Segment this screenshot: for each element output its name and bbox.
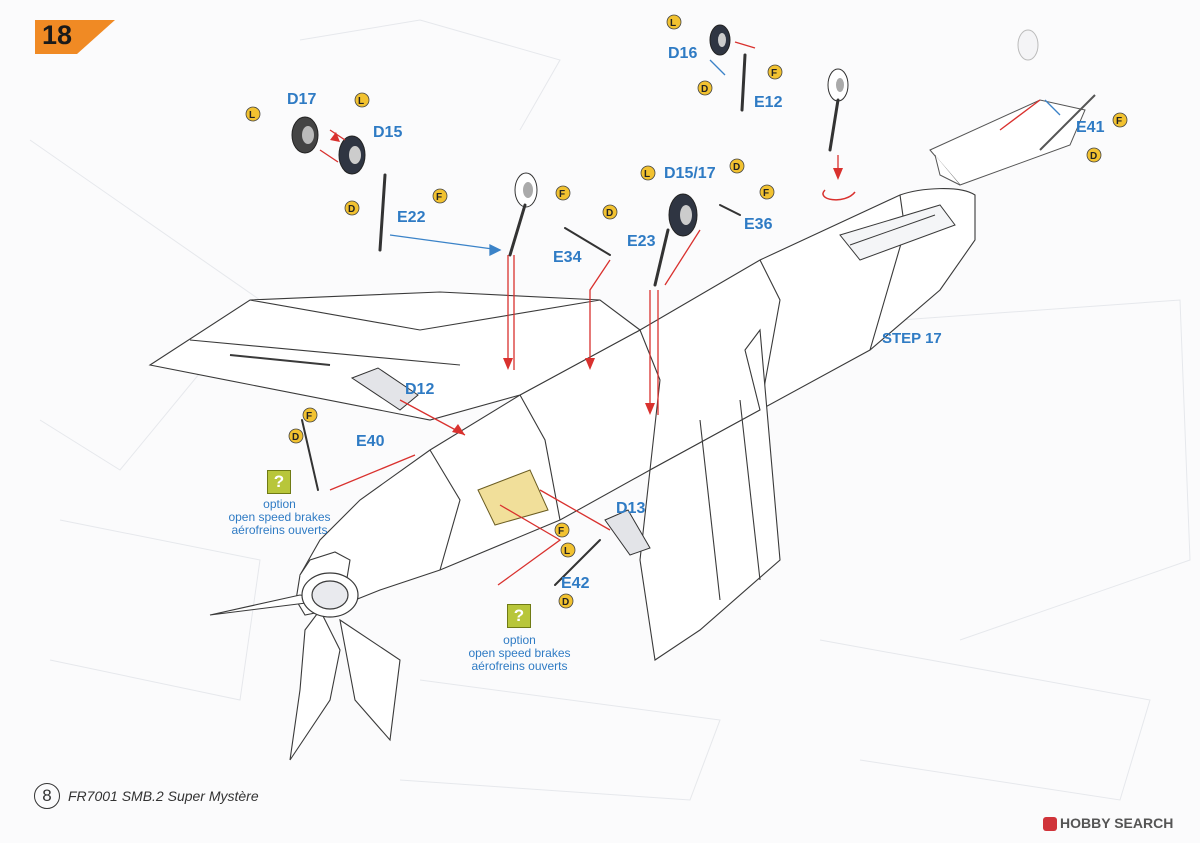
wheel-d16 <box>709 24 731 56</box>
background-ghost-linework <box>29 19 1191 801</box>
hobby-search-logo-icon <box>1043 817 1057 831</box>
label-e22: E22 <box>397 209 426 226</box>
svg-text:D: D <box>348 204 355 215</box>
paint-badge-f: F <box>1112 112 1128 128</box>
svg-text:D: D <box>292 432 299 443</box>
svg-text:D: D <box>562 597 569 608</box>
air-intake <box>301 572 359 618</box>
step-badge <box>35 20 115 54</box>
paint-badge-d: D <box>558 593 574 609</box>
paint-badge-f: F <box>759 184 775 200</box>
svg-text:F: F <box>436 192 442 203</box>
step-badge-shape <box>35 20 115 54</box>
svg-text:D: D <box>701 84 708 95</box>
paint-badges: L L F D L F D F D L D F F D F D F L D <box>245 14 1128 609</box>
label-d17: D17 <box>287 91 316 108</box>
paint-badge-d: D <box>344 200 360 216</box>
option-title: option <box>503 633 536 647</box>
option-note-center: option open speed brakes aérofreins ouve… <box>452 634 587 673</box>
svg-text:L: L <box>644 169 650 180</box>
paint-badge-f: F <box>767 64 783 80</box>
blue-assembly-arrows <box>389 59 1061 257</box>
paint-badge-l: L <box>666 14 682 30</box>
cockpit-canopy <box>839 204 956 261</box>
aircraft-tail <box>209 594 401 761</box>
svg-text:D: D <box>1090 151 1097 162</box>
watermark-text: HOBBY SEARCH <box>1060 815 1174 831</box>
option-text-fr: aérofreins ouverts <box>471 659 568 673</box>
step-17-reference: STEP 17 <box>882 330 942 347</box>
part-labels: D17 D15 E22 D16 E12 E34 D15/17 E23 E36 E… <box>287 45 1105 592</box>
speed-brake-door-d12 <box>350 367 419 411</box>
paint-badge-d: D <box>602 204 618 220</box>
rotation-arrow-icon <box>822 189 856 201</box>
question-icon: ? <box>507 604 531 628</box>
paint-badge-l: L <box>245 106 261 122</box>
wheel-nose <box>827 68 849 102</box>
svg-text:L: L <box>249 110 255 121</box>
speed-brake-door-d13 <box>604 509 651 556</box>
svg-text:F: F <box>559 189 565 200</box>
label-e40: E40 <box>356 433 385 450</box>
paint-badge-l: L <box>560 542 576 558</box>
step-number: 18 <box>42 20 73 50</box>
label-d16: D16 <box>668 45 697 62</box>
label-e34: E34 <box>553 249 582 266</box>
cockpit-tub-part <box>929 94 1096 186</box>
paint-badge-f: F <box>554 522 570 538</box>
watermark: HOBBY SEARCH <box>1040 815 1173 831</box>
wheel-d17 <box>291 116 319 154</box>
label-d13: D13 <box>616 500 645 517</box>
aircraft-left-wing <box>148 291 642 421</box>
svg-text:F: F <box>558 526 564 537</box>
label-d15-17: D15/17 <box>664 165 716 182</box>
svg-text:L: L <box>670 18 676 29</box>
label-e36: E36 <box>744 216 773 233</box>
landing-gear-struts <box>301 53 840 586</box>
svg-text:F: F <box>771 68 777 79</box>
paint-badge-d: D <box>729 158 745 174</box>
aircraft-right-wing <box>639 328 781 661</box>
wheel-e34 <box>514 172 538 208</box>
svg-text:F: F <box>306 411 312 422</box>
paint-badge-d: D <box>288 428 304 444</box>
wheel-d15-17 <box>668 193 698 237</box>
option-title: option <box>263 497 296 511</box>
svg-text:L: L <box>358 96 364 107</box>
label-e42: E42 <box>561 575 590 592</box>
paint-badge-f: F <box>432 188 448 204</box>
question-icon: ? <box>267 470 291 494</box>
wheel-d15 <box>338 135 366 175</box>
option-text-en: open speed brakes <box>228 510 331 524</box>
label-d15: D15 <box>373 124 402 141</box>
speed-brake-bay <box>477 469 549 526</box>
option-text-en: open speed brakes <box>468 646 571 660</box>
kit-title: FR7001 SMB.2 Super Mystère <box>68 788 259 804</box>
page-number: 8 <box>34 783 60 809</box>
label-d12: D12 <box>405 381 434 398</box>
paint-badge-f: F <box>555 185 571 201</box>
label-e23: E23 <box>627 233 656 250</box>
paint-badge-d: D <box>697 80 713 96</box>
svg-text:F: F <box>1116 116 1122 127</box>
svg-text:L: L <box>564 546 570 557</box>
svg-text:D: D <box>606 208 613 219</box>
label-e12: E12 <box>754 94 783 111</box>
red-arrowheads <box>330 132 843 435</box>
label-e41: E41 <box>1076 119 1105 136</box>
svg-text:D: D <box>733 162 740 173</box>
wheel-ghost <box>1017 29 1039 61</box>
paint-badge-d: D <box>1086 147 1102 163</box>
paint-badge-f: F <box>302 407 318 423</box>
svg-text:F: F <box>763 188 769 199</box>
paint-badge-l: L <box>354 92 370 108</box>
option-text-fr: aérofreins ouverts <box>231 523 328 537</box>
paint-badge-l: L <box>640 165 656 181</box>
option-note-left: option open speed brakes aérofreins ouve… <box>212 498 347 537</box>
